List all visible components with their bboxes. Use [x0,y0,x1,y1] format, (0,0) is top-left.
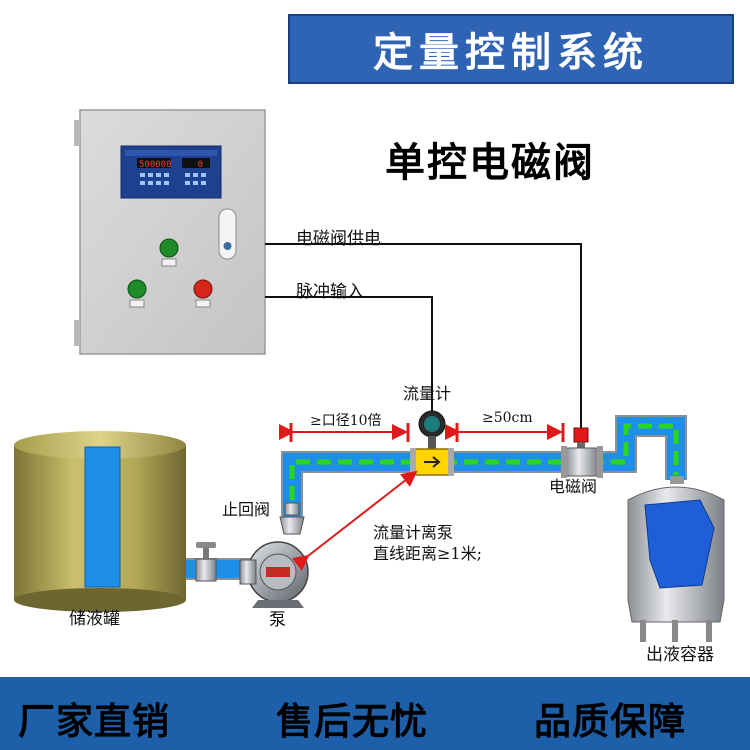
container-liquid [644,499,715,589]
dimension-pump-distance [292,470,418,571]
start-button-icon [159,238,179,258]
flow-direction-indicator [289,423,679,500]
storage-tank-label: 储液罐 [69,609,120,629]
flowmeter-icon [410,410,454,476]
valve-distance-label: ≥50cm [482,410,533,426]
valve-power-wire [265,243,582,430]
door-handle [218,208,237,260]
control-box: 500000 0 [74,109,266,355]
inlet-distance-label: ≥口径10倍 [310,413,382,429]
outlet-container [627,476,725,642]
pump-icon [239,541,309,608]
run-button-icon [127,279,147,299]
storage-tank [14,431,186,612]
pump-label: 泵 [269,610,286,630]
flowmeter-label: 流量计 [403,384,452,403]
stop-button-icon [193,279,213,299]
dimension-inlet [279,423,410,442]
page-title: 定量控制系统 [373,30,649,76]
controller-display-1: 500000 [139,160,172,170]
pump-distance-label-2: 直线距离≥1米; [373,544,482,563]
solenoid-valve-label: 电磁阀 [549,477,598,496]
title-banner: 定量控制系统 [288,14,734,84]
outlet-container-label: 出液容器 [646,645,714,665]
footer-slogan-1: 厂家直销 [18,700,170,743]
footer-slogan-2: 售后无忧 [276,700,428,743]
check-valve-label: 止回阀 [222,500,271,519]
controller-display-2: 0 [198,160,203,170]
solenoid-valve-icon [561,427,603,478]
footer-banner: 厂家直销 售后无忧 品质保障 [0,677,750,750]
tank-level-gauge [84,446,121,588]
footer-slogan-3: 品质保障 [534,700,686,743]
tank-outlet-valve-icon [195,542,217,582]
dimension-valve [445,423,565,442]
pump-distance-label-1: 流量计离泵 [373,523,454,542]
valve-power-label: 电磁阀供电 [296,229,381,249]
subtitle: 单控电磁阀 [385,140,595,186]
pulse-input-label: 脉冲输入 [296,282,364,302]
pulse-input-wire [265,296,433,412]
